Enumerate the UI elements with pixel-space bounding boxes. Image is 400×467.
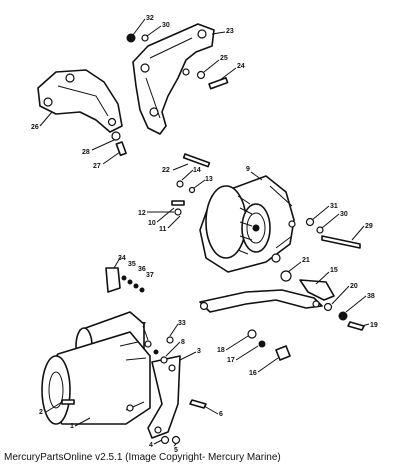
callout-16: 16 xyxy=(249,370,257,377)
callout-37: 37 xyxy=(146,272,154,279)
callout-20: 20 xyxy=(350,283,358,290)
callout-19: 19 xyxy=(370,322,378,329)
callout-30: 30 xyxy=(162,22,170,29)
starter-motor xyxy=(41,311,151,425)
adjusting-strap xyxy=(199,279,335,313)
callout-4: 4 xyxy=(149,442,153,449)
callout-1: 1 xyxy=(70,423,74,430)
callout-24: 24 xyxy=(237,63,245,70)
callout-13: 13 xyxy=(205,176,213,183)
callout-2: 2 xyxy=(39,409,43,416)
callout-23: 23 xyxy=(226,28,234,35)
callout-26: 26 xyxy=(31,124,39,131)
callout-33: 33 xyxy=(178,320,186,327)
callout-17: 17 xyxy=(227,357,235,364)
callout-6: 6 xyxy=(219,411,223,418)
callout-36: 36 xyxy=(138,266,146,273)
callout-10: 10 xyxy=(148,220,156,227)
callout-18: 18 xyxy=(217,347,225,354)
callout-5: 5 xyxy=(174,447,178,454)
top-hardware xyxy=(111,33,229,157)
callout-34: 34 xyxy=(118,255,126,262)
callout-8: 8 xyxy=(181,339,185,346)
callout-15: 15 xyxy=(330,267,338,274)
callout-7: 7 xyxy=(142,322,146,329)
callout-11: 11 xyxy=(159,226,167,233)
left-bracket xyxy=(37,69,123,133)
callout-30-right: 30 xyxy=(340,211,348,218)
callout-14: 14 xyxy=(193,167,201,174)
callout-27: 27 xyxy=(93,163,101,170)
callout-numbers: 32 30 23 25 24 26 28 27 22 14 13 9 12 10… xyxy=(31,15,378,454)
alternator-hardware xyxy=(171,153,361,282)
callout-22: 22 xyxy=(162,167,170,174)
upper-bracket xyxy=(132,23,215,135)
copyright-caption: MercuryPartsOnline v2.5.1 (Image Copyrig… xyxy=(4,452,281,463)
starter-bracket xyxy=(147,355,181,439)
leader-lines xyxy=(39,18,370,447)
callout-9: 9 xyxy=(246,166,250,173)
callout-31: 31 xyxy=(330,203,338,210)
callout-12: 12 xyxy=(138,210,146,217)
starter-hardware xyxy=(61,336,207,445)
callout-35: 35 xyxy=(128,261,136,268)
callout-28: 28 xyxy=(82,149,90,156)
callout-21: 21 xyxy=(302,257,310,264)
callout-25: 25 xyxy=(220,55,228,62)
callout-3: 3 xyxy=(197,348,201,355)
alternator xyxy=(199,175,296,273)
strap-hardware xyxy=(247,302,365,361)
callout-32: 32 xyxy=(146,15,154,22)
callout-29: 29 xyxy=(365,223,373,230)
callout-38: 38 xyxy=(367,293,375,300)
